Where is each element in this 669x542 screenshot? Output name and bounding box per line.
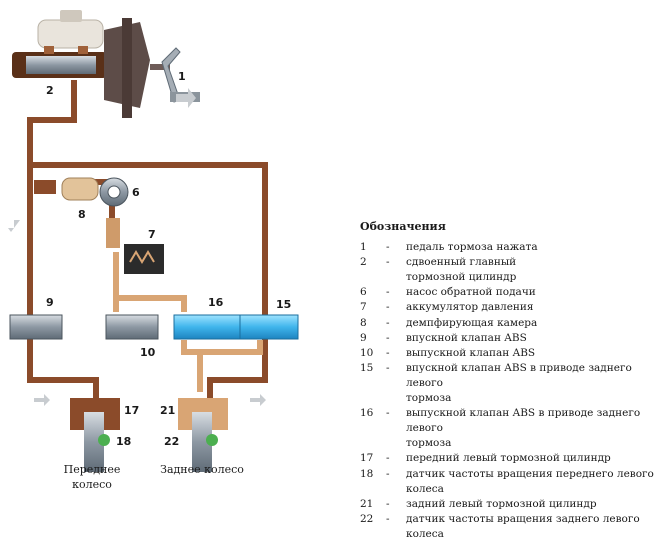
callout-21: 21: [160, 404, 175, 417]
legend-dash: -: [386, 361, 390, 374]
legend-text: демпфирующая камера: [406, 316, 538, 329]
legend-item: 18- датчик частоты вращения переднего лев…: [360, 467, 665, 497]
legend-text: выпускной клапан ABS в приводе заднего л…: [406, 407, 641, 435]
legend-key: 17: [360, 452, 374, 465]
return-lines: [113, 252, 263, 392]
legend-dash: [386, 391, 406, 406]
callout-2: 2: [46, 84, 54, 97]
callout-15: 15: [276, 298, 291, 311]
callout-1: 1: [178, 70, 186, 83]
legend-key: 8: [360, 316, 367, 329]
legend-item: 1 - педаль тормоза нажата: [360, 240, 665, 255]
callout-6: 6: [132, 186, 140, 199]
legend-text: передний левый тормозной цилиндр: [406, 452, 611, 465]
legend-key: [360, 436, 386, 451]
legend-text: датчик частоты вращения заднего левого к…: [406, 512, 640, 540]
legend-key: 6: [360, 286, 367, 299]
legend-key: 9: [360, 331, 367, 344]
legend-key: 1: [360, 241, 367, 254]
legend-dash: -: [386, 346, 390, 359]
return-pump: [99, 177, 129, 207]
master-cylinder: [12, 10, 107, 78]
front-wheel-caption-line1: Переднее: [64, 463, 121, 476]
legend-dash: -: [386, 256, 390, 269]
legend-item: 10- выпускной клапан ABS: [360, 346, 665, 361]
front-wheel-caption-line2: колесо: [72, 478, 112, 491]
callout-17: 17: [124, 404, 139, 417]
callout-7: 7: [148, 228, 156, 241]
legend-dash: -: [386, 301, 390, 314]
legend-list: 1 - педаль тормоза нажата 2 - сдвоенный главн…: [360, 240, 665, 542]
legend-text: выпускной клапан ABS: [406, 346, 536, 359]
legend-dash: -: [386, 452, 390, 465]
damper-chamber: [34, 177, 99, 201]
callout-9: 9: [46, 296, 54, 309]
legend-item: 15- впускной клапан ABS в приводе заднего…: [360, 361, 665, 391]
legend-item: 9 - впускной клапан ABS: [360, 331, 665, 346]
legend-key: 18: [360, 467, 374, 480]
legend-key: 2: [360, 256, 367, 269]
legend-key: 22: [360, 512, 374, 525]
legend-dash: -: [386, 331, 390, 344]
brake-booster: [104, 18, 170, 118]
legend-dash: -: [386, 286, 390, 299]
legend-item: 16- выпускной клапан ABS в приводе заднег…: [360, 406, 665, 436]
rear-wheel-cylinder: [178, 398, 228, 472]
legend-dash: [386, 436, 406, 451]
legend-text: аккумулятор давления: [406, 301, 534, 314]
legend-item: тормоза: [360, 436, 665, 451]
valve-9: [9, 314, 63, 340]
legend-key: 16: [360, 407, 374, 420]
legend-dash: -: [386, 316, 390, 329]
callout-16: 16: [208, 296, 224, 309]
legend-text: насос обратной подачи: [406, 286, 536, 299]
legend-dash: [386, 270, 406, 285]
callout-18: 18: [116, 435, 131, 448]
legend-item: 6 - насос обратной подачи: [360, 285, 665, 300]
flow-arrows: [8, 88, 266, 406]
valve-10: [105, 314, 159, 340]
legend-text: сдвоенный главный: [406, 256, 517, 269]
legend-text: впускной клапан ABS: [406, 331, 527, 344]
legend: Обозначения 1 - педаль тормоза нажата 2 - сдв…: [360, 219, 665, 542]
legend-dash: -: [386, 241, 390, 254]
valve-16: [173, 314, 241, 340]
legend-text: впускной клапан ABS в приводе заднего ле…: [406, 361, 632, 389]
abs-hydraulic-diagram: 1 2 6 7 8 9 10 15 16 17 18 21 22 Передне…: [8, 10, 299, 491]
legend-item: тормоза: [360, 391, 665, 406]
front-wheel-cylinder: [70, 398, 120, 472]
legend-dash: -: [386, 467, 390, 480]
callout-22: 22: [164, 435, 179, 448]
legend-item: 17- передний левый тормозной цилиндр: [360, 451, 665, 466]
callout-8: 8: [78, 208, 86, 221]
legend-item: 22- датчик частоты вращения заднего левог…: [360, 512, 665, 542]
valve-15: [239, 314, 299, 340]
legend-key: 7: [360, 301, 367, 314]
legend-item: 7 - аккумулятор давления: [360, 300, 665, 315]
callout-10: 10: [140, 346, 156, 359]
legend-item: 8 - демпфирующая камера: [360, 316, 665, 331]
legend-item: тормозной цилиндр: [360, 270, 665, 285]
legend-title: Обозначения: [360, 220, 446, 233]
rear-wheel-caption: Заднее колесо: [160, 463, 244, 476]
legend-key: [360, 270, 386, 285]
legend-text: педаль тормоза нажата: [406, 241, 538, 254]
legend-dash: -: [386, 512, 390, 525]
legend-text: тормоза: [406, 392, 452, 405]
legend-text: тормоза: [406, 437, 452, 450]
legend-text: датчик частоты вращения переднего левого…: [406, 467, 654, 495]
pressure-accumulator: [106, 218, 164, 274]
legend-dash: -: [386, 407, 390, 420]
legend-key: 15: [360, 361, 374, 374]
legend-item: 2 - сдвоенный главный: [360, 255, 665, 270]
legend-key: 10: [360, 346, 374, 359]
legend-key: [360, 391, 386, 406]
legend-text: тормозной цилиндр: [406, 271, 517, 284]
